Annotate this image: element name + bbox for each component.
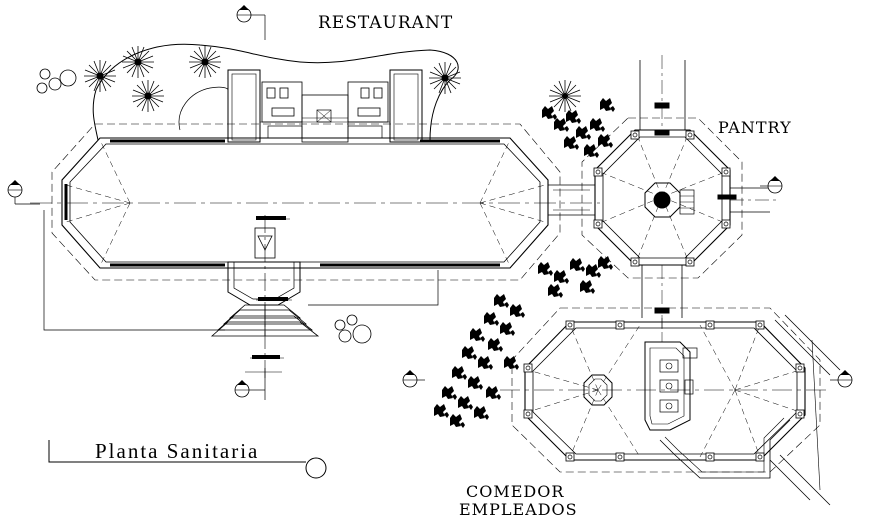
- tree-north-pantry: [548, 79, 582, 113]
- section-marker-comedor-west: [402, 369, 425, 388]
- section-marker-top: [236, 4, 266, 40]
- shrub-cluster-north: [542, 98, 615, 158]
- section-marker-comedor-east: [830, 369, 853, 388]
- pipe-tags: [252, 216, 288, 359]
- plan-title: Planta Sanitaria: [95, 439, 259, 463]
- restaurant-label: RESTAURANT: [318, 13, 453, 33]
- plan-title-block: Planta Sanitaria: [48, 439, 327, 479]
- comedor-empleados-building: [500, 307, 841, 506]
- section-marker-pantry-east: [760, 175, 783, 194]
- section-marker-bottom: [234, 368, 266, 400]
- section-marker-left: [7, 179, 40, 205]
- comedor-label: COMEDOR: [466, 482, 564, 501]
- pantry-building: [548, 55, 780, 330]
- shrub-cluster-southwest: [434, 256, 613, 428]
- pantry-label: PANTRY: [718, 118, 792, 137]
- restaurant-building: [30, 43, 600, 380]
- empleados-label: EMPLEADOS: [459, 500, 578, 519]
